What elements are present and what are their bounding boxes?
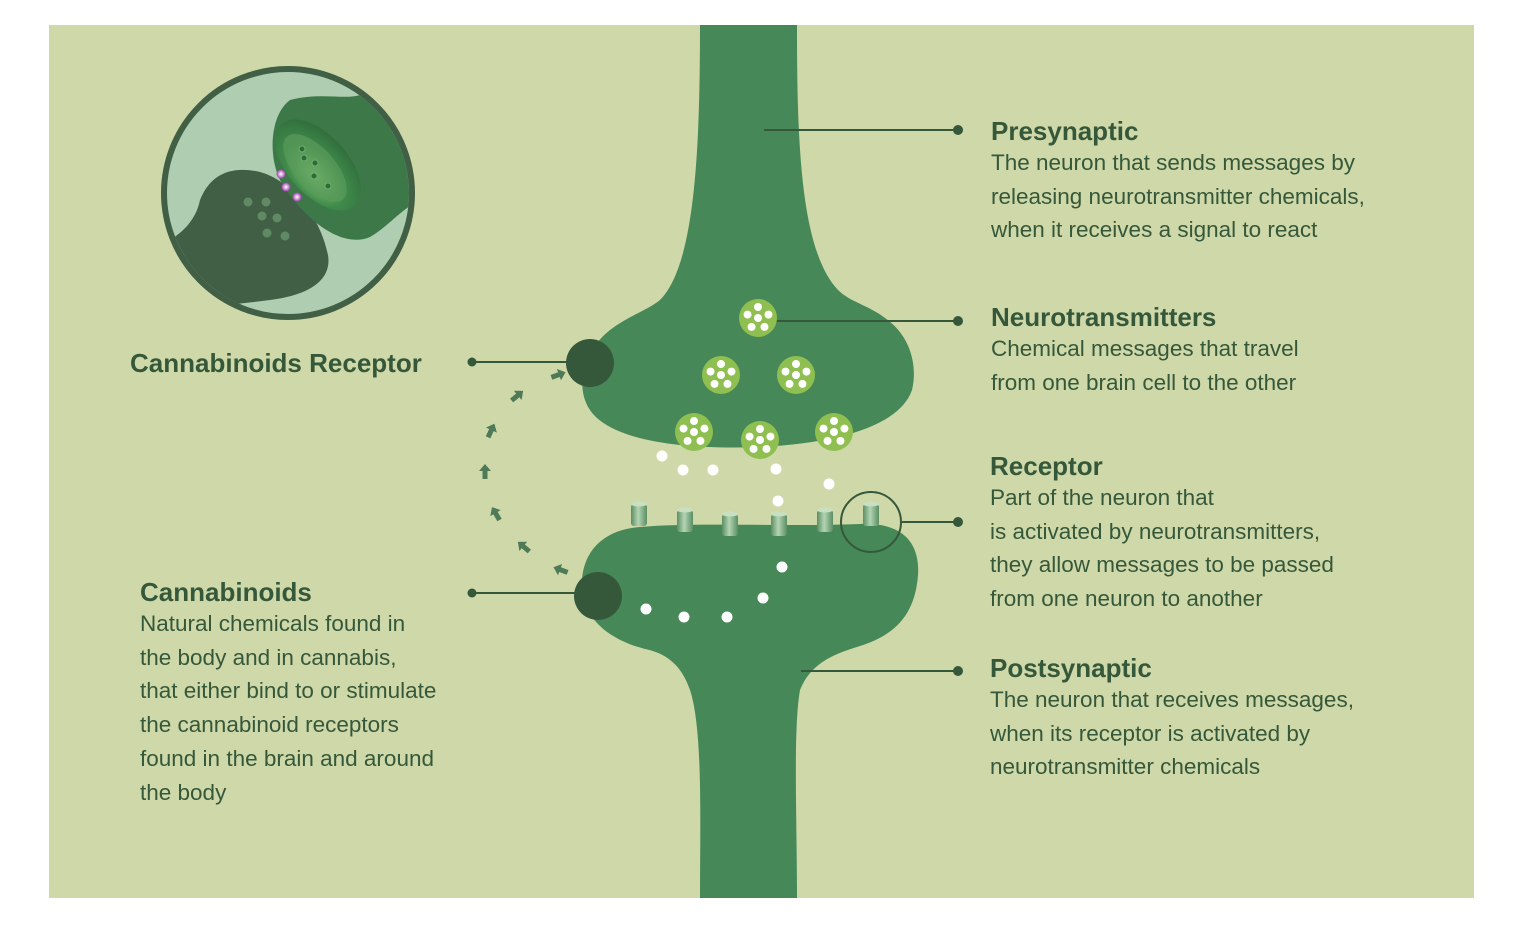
neurotransmitters-leader-dot (953, 316, 963, 326)
postsynaptic-label: Postsynaptic The neuron that receives me… (990, 653, 1354, 784)
presynaptic-title: Presynaptic (991, 116, 1139, 146)
arrow-icon (553, 564, 569, 576)
neurotransmitter-dot (677, 464, 689, 476)
cannabinoids-label: Cannabinoids Natural chemicals found in … (140, 577, 436, 809)
receptor-description: Part of the neuron that is activated by … (990, 485, 1334, 612)
vesicle-icon (741, 421, 779, 459)
neurotransmitter-dot (678, 611, 690, 623)
receptor-label: Receptor Part of the neuron that is acti… (990, 451, 1334, 616)
cannabinoid-receptor-node (566, 339, 614, 387)
receptor-title: Receptor (990, 451, 1103, 481)
receptor-channels (631, 501, 879, 536)
arrow-icon (490, 507, 502, 522)
postsynaptic-neuron (581, 523, 919, 898)
arrow-icon (510, 390, 524, 403)
postsynaptic-leader-dot (953, 666, 963, 676)
neurotransmitter-dot (721, 611, 733, 623)
neurotransmitter-dot (772, 495, 784, 507)
released-neurotransmitters (640, 450, 835, 623)
cannabinoids-leader-dot (467, 588, 477, 598)
neurotransmitter-dot (823, 478, 835, 490)
receptor-channel-icon (817, 507, 833, 532)
arrow-icon (485, 423, 497, 439)
arrow-icon (517, 541, 531, 554)
presynaptic-neuron (582, 25, 914, 448)
receptor-channel-icon (677, 507, 693, 532)
neurotransmitter-dot (776, 561, 788, 573)
arrow-icon (479, 464, 491, 479)
neurotransmitter-dot (707, 464, 719, 476)
presynaptic-label: Presynaptic The neuron that sends messag… (991, 116, 1365, 247)
presynaptic-leader-dot (953, 125, 963, 135)
vesicle-icon (702, 356, 740, 394)
vesicle-icon (675, 413, 713, 451)
synapse-closeup-icon (161, 66, 415, 320)
neurotransmitter-dot (656, 450, 668, 462)
neurotransmitter-dot (757, 592, 769, 604)
retrograde-signal-arrows (479, 369, 569, 576)
receptor-channel-icon (771, 511, 787, 536)
arrow-icon (550, 369, 566, 381)
neurotransmitter-dot (770, 463, 782, 475)
receptor-highlight-ring (840, 491, 902, 553)
neurotransmitter-dot (640, 603, 652, 615)
neurotransmitters-title: Neurotransmitters (991, 302, 1217, 332)
neurotransmitters-label: Neurotransmitters Chemical messages that… (991, 302, 1299, 399)
neurotransmitters-description: Chemical messages that travel from one b… (991, 336, 1299, 395)
cannabinoids-receptor-leader-dot (467, 357, 477, 367)
receptor-channel-icon (863, 501, 879, 526)
receptor-leader-dot (953, 517, 963, 527)
vesicles (675, 299, 853, 459)
cannabinoids-description: Natural chemicals found in the body and … (140, 611, 437, 805)
vesicle-icon (777, 356, 815, 394)
presynaptic-description: The neuron that sends messages by releas… (991, 150, 1365, 243)
vesicle-icon (739, 299, 777, 337)
cannabinoids-receptor-label: Cannabinoids Receptor (130, 348, 422, 378)
receptor-channel-icon (631, 501, 647, 526)
cannabinoids-receptor-title: Cannabinoids Receptor (130, 348, 422, 378)
vesicle-icon (815, 413, 853, 451)
receptor-channel-icon (722, 511, 738, 536)
postsynaptic-description: The neuron that receives messages, when … (990, 687, 1354, 780)
cannabinoid-molecule-node (574, 572, 622, 620)
cannabinoids-title: Cannabinoids (140, 577, 312, 607)
postsynaptic-title: Postsynaptic (990, 653, 1152, 683)
